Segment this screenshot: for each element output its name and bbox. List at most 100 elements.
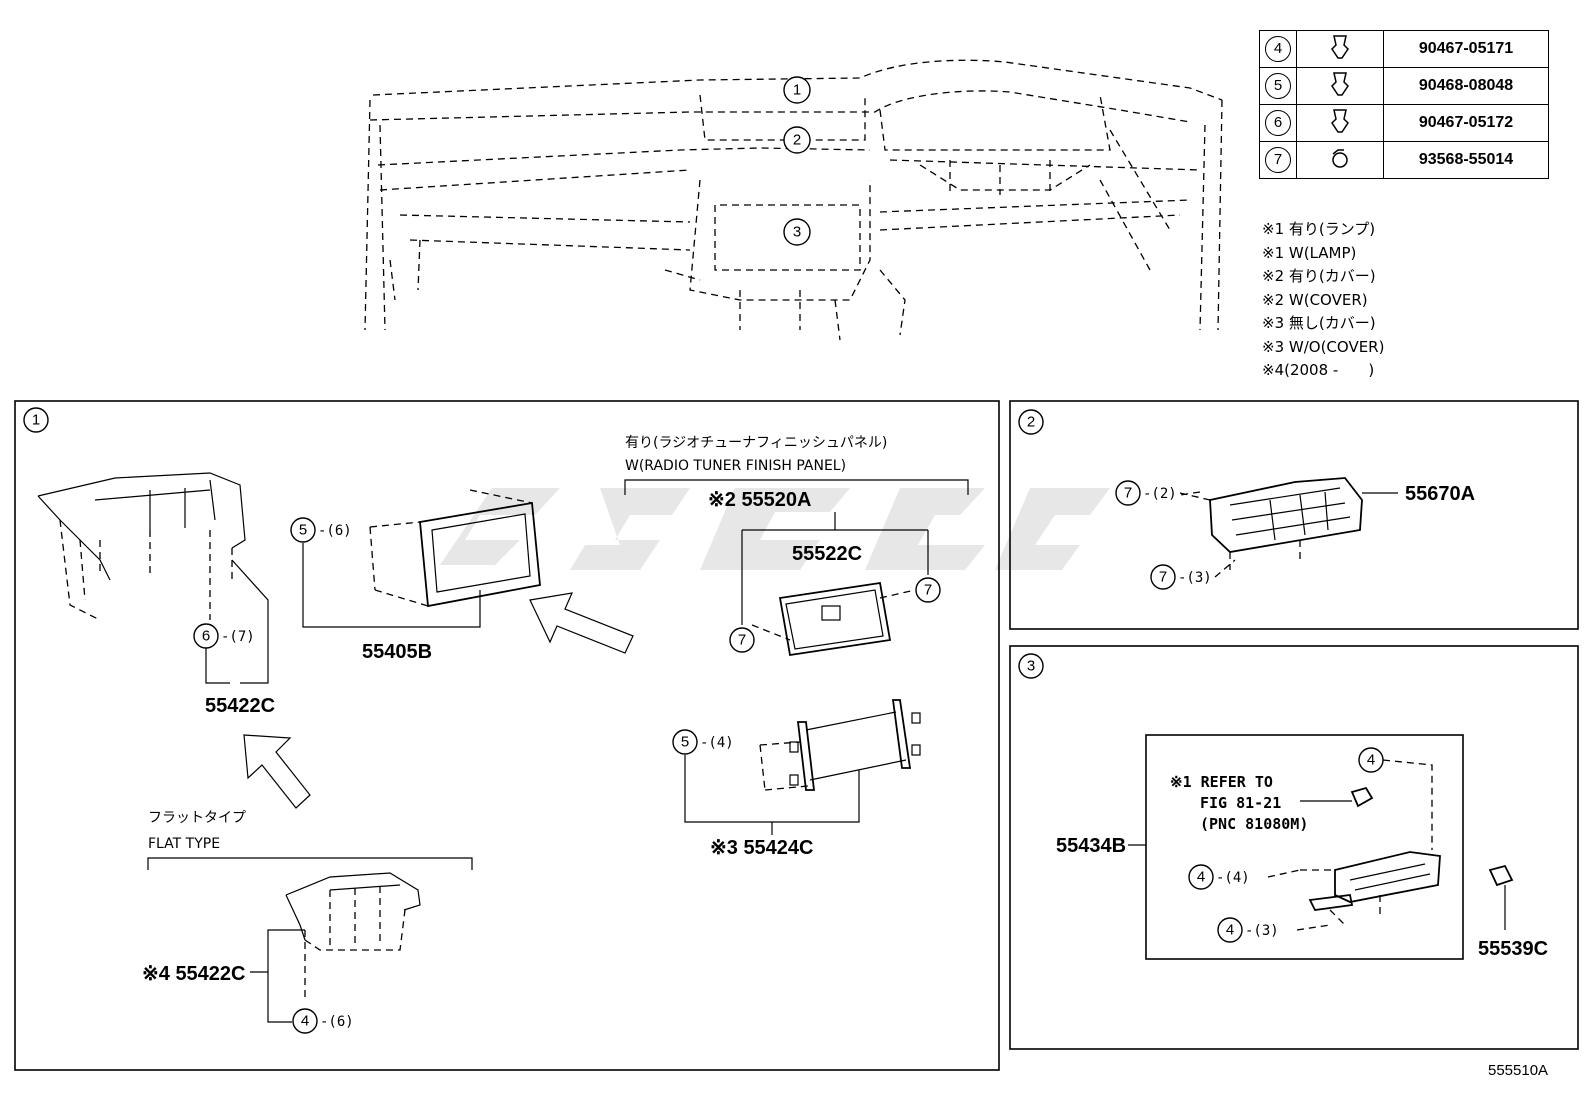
callout-4a-section3: 4: [1358, 747, 1433, 850]
note-line: ※2 W(COVER): [1262, 290, 1368, 309]
switch-55539c-drawing: [1488, 864, 1514, 887]
legend-row: 6 90467-05172: [1259, 104, 1549, 142]
svg-text:-(6): -(6): [320, 1014, 354, 1030]
callout-4b-section3: 4 -(4): [1188, 864, 1301, 890]
svg-text:-(2): -(2): [1143, 486, 1177, 502]
switch-lamp-drawing: [1350, 786, 1374, 808]
svg-text:-(7): -(7): [221, 629, 255, 645]
svg-text:7: 7: [1159, 569, 1167, 586]
legend-number: 6: [1265, 110, 1291, 136]
callout-4-section1: 4 -(6): [292, 1008, 354, 1034]
flat-type-en: FLAT TYPE: [148, 836, 220, 852]
callout-7a-section2: 7 -(2): [1115, 480, 1211, 506]
callout-5a-section1: 5 -(6): [290, 517, 352, 543]
svg-text:4: 4: [301, 1013, 309, 1030]
cover-55522c-drawing: [751, 581, 916, 657]
part-55405b: 55405B: [362, 641, 432, 663]
radio-label-jp: 有り(ラジオチューナフィニッシュパネル): [625, 435, 887, 451]
legend-part-number: 93568-55014: [1383, 141, 1549, 179]
overview-callout-3: 3: [783, 218, 811, 246]
svg-text:4: 4: [1367, 752, 1375, 769]
flat-type-jp: フラットタイプ: [148, 810, 246, 826]
svg-text:1: 1: [793, 82, 801, 99]
legend-part-number: 90467-05171: [1383, 30, 1549, 68]
part-55422c: 55422C: [205, 695, 275, 717]
svg-text:3: 3: [1027, 658, 1035, 675]
svg-text:5: 5: [681, 734, 689, 751]
flat-type-bracket: [147, 857, 473, 870]
upper-cover-drawing: [37, 472, 246, 621]
legend-row: 7 93568-55014: [1259, 141, 1549, 179]
section-2-number: 2: [1018, 409, 1044, 435]
bracket-55424c-drawing: [759, 699, 921, 791]
note-line: ※1 W(LAMP): [1262, 243, 1357, 262]
panel-55434b-drawing: [1300, 851, 1441, 926]
vent-55670a-drawing: [1179, 477, 1363, 570]
svg-text:7: 7: [738, 632, 746, 649]
svg-text:3: 3: [793, 224, 801, 241]
radio-label-en: W(RADIO TUNER FINISH PANEL): [625, 458, 846, 474]
note-line: ※4(2008 - ): [1262, 361, 1375, 379]
svg-text:7: 7: [1124, 485, 1132, 502]
callout-6-section1: 6 -(7): [193, 623, 255, 649]
part-55434b: 55434B: [1056, 835, 1126, 857]
svg-text:2: 2: [1027, 414, 1035, 431]
part-55539c: 55539C: [1478, 938, 1548, 960]
clip-icon: [1331, 71, 1349, 96]
part-55422c-flat: ※4 55422C: [142, 963, 246, 985]
part-55670a: 55670A: [1405, 483, 1475, 505]
svg-text:-(3): -(3): [1178, 570, 1212, 586]
callout-7b-section2: 7 -(3): [1150, 559, 1236, 590]
svg-text:-(6): -(6): [318, 523, 352, 539]
overview-callout-1: 1: [783, 76, 811, 104]
refer-line-1: ※1 REFER TO: [1170, 773, 1273, 791]
refer-line-3: (PNC 81080M): [1200, 815, 1308, 833]
panel-55405b-drawing: [369, 489, 541, 608]
leader-55422c: [205, 559, 269, 684]
variant-notes: ※1 有り(ランプ) ※1 W(LAMP) ※2 有り(カバー) ※2 W(CO…: [1262, 218, 1384, 383]
watermark: [440, 488, 1110, 570]
screw-icon: [1332, 148, 1348, 168]
note-line: ※3 W/O(COVER): [1262, 337, 1385, 356]
figure-id: 555510A: [1488, 1062, 1549, 1079]
leader-55405b: [302, 543, 481, 628]
svg-text:-(4): -(4): [1216, 870, 1250, 886]
legend-number: 4: [1265, 36, 1291, 62]
callout-7b-section1: 7: [915, 577, 941, 603]
part-55424c: ※3 55424C: [710, 837, 814, 859]
note-line: ※2 有り(カバー): [1262, 267, 1376, 285]
section-1-number: 1: [23, 407, 49, 433]
refer-line-2: FIG 81-21: [1200, 794, 1281, 812]
svg-text:1: 1: [32, 412, 40, 429]
callout-7a-section1: 7: [729, 627, 755, 653]
note-line: ※1 有り(ランプ): [1262, 220, 1376, 238]
callout-5b-section1: 5 -(4): [672, 729, 734, 755]
note-line: ※3 無し(カバー): [1262, 314, 1376, 332]
section-1-frame: [14, 400, 1000, 1071]
svg-text:2: 2: [793, 132, 801, 149]
radio-bracket: [624, 479, 969, 495]
section-3-inner-frame: [1145, 734, 1464, 960]
clip-icon: [1331, 34, 1349, 59]
section-3-number: 3: [1018, 653, 1044, 679]
part-55520a: ※2 55520A: [708, 489, 812, 511]
svg-text:-(3): -(3): [1245, 923, 1279, 939]
leader-55424c: [684, 755, 860, 835]
legend-row: 4 90467-05171: [1259, 30, 1549, 68]
svg-text:-(4): -(4): [700, 735, 734, 751]
legend-part-number: 90467-05172: [1383, 104, 1549, 142]
legend-row: 5 90468-08048: [1259, 67, 1549, 105]
svg-text:5: 5: [299, 522, 307, 539]
clip-icon: [1331, 108, 1349, 133]
legend-part-number: 90468-08048: [1383, 67, 1549, 105]
flat-cover-drawing: [285, 872, 421, 1000]
svg-text:6: 6: [202, 628, 210, 645]
arrow-left-icon: [529, 592, 634, 654]
overview-callout-2: 2: [783, 126, 811, 154]
arrow-up-icon: [243, 734, 311, 809]
section-3-frame: [1009, 645, 1579, 1050]
svg-text:7: 7: [924, 582, 932, 599]
part-55522c: 55522C: [792, 543, 862, 565]
